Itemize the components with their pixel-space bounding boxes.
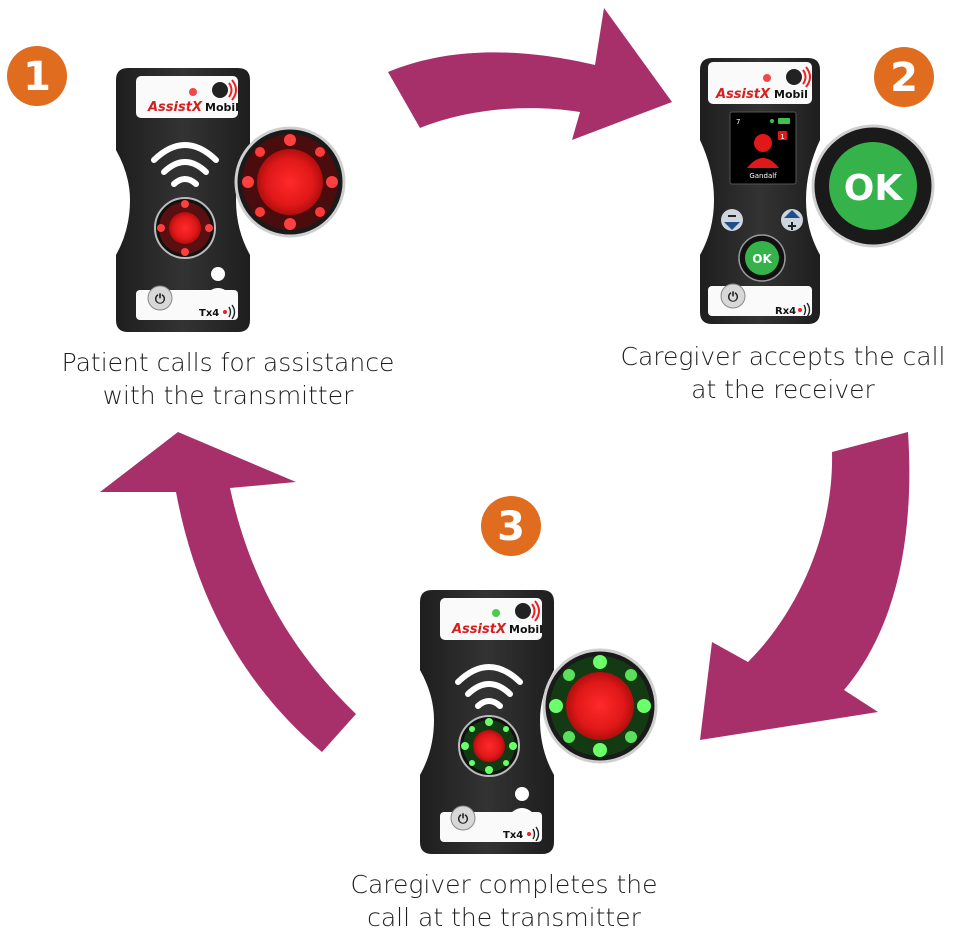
step-3-caption: Caregiver completes the call at the tran… (324, 868, 684, 934)
step-2-caption: Caregiver accepts the call at the receiv… (596, 340, 970, 406)
step-badge-3: 3 (481, 496, 541, 556)
transmitter-device-1: AssistX Mobil ⏻ Tx4 (116, 68, 346, 332)
power-icon: ⏻ (458, 812, 469, 827)
signal-waves-icon (223, 304, 236, 320)
step-2-caption-line2: at the receiver (691, 375, 875, 404)
power-button-1[interactable] (147, 285, 173, 311)
call-button-1[interactable] (169, 212, 201, 244)
ok-button-label: OK (752, 252, 772, 266)
arrow-2-to-3 (700, 432, 910, 740)
step-number-3: 3 (497, 504, 525, 550)
screen-badge: 1 (780, 133, 784, 141)
call-button-3[interactable] (473, 730, 505, 762)
step-1-caption: Patient calls for assistance with the tr… (38, 346, 418, 412)
step-1-caption-line1: Patient calls for assistance (61, 348, 395, 377)
device-2-tag: Rx4 (775, 306, 796, 317)
device-1-brand: AssistX (147, 100, 203, 115)
screen-name: Gandalf (749, 172, 777, 180)
step-1-caption-line2: with the transmitter (102, 381, 354, 410)
logo-head-icon (786, 69, 802, 85)
step-badge-1: 1 (7, 46, 67, 106)
receiver-device-2: AssistX Mobil 7 1 Gandalf OK (700, 58, 935, 324)
minus-button[interactable] (721, 209, 743, 231)
device-3-brand: AssistX (451, 622, 507, 637)
plus-icon (784, 210, 800, 218)
logo-head-icon (212, 82, 228, 98)
device-3-tag: Tx4 (503, 830, 523, 841)
screen-top-left: 7 (736, 118, 740, 126)
transmitter-device-3: AssistX Mobil ⏻ Tx4 (420, 590, 658, 854)
caller-person-icon (747, 134, 779, 168)
device-2-model: Mobil (774, 88, 808, 101)
device-1-tag: Tx4 (199, 308, 219, 319)
step-2-caption-line1: Caregiver accepts the call (620, 342, 946, 371)
ok-zoom-label: OK (844, 168, 904, 209)
power-icon: ⏻ (728, 290, 739, 305)
step-3-caption-line1: Caregiver completes the (350, 870, 658, 899)
minus-icon (724, 222, 740, 230)
step-number-2: 2 (890, 55, 918, 101)
arrow-1-to-2 (388, 8, 672, 140)
device-3-model: Mobil (509, 623, 543, 636)
power-icon: ⏻ (155, 292, 166, 307)
signal-waves-icon (798, 302, 811, 318)
plus-button[interactable] (781, 209, 803, 231)
step-number-1: 1 (23, 54, 51, 100)
step-badge-2: 2 (874, 47, 934, 107)
power-button-2[interactable] (720, 283, 746, 309)
step-3-caption-line2: call at the transmitter (367, 903, 641, 932)
device-1-model: Mobil (205, 101, 239, 114)
logo-head-icon (515, 603, 531, 619)
signal-waves-icon (527, 826, 540, 842)
wifi-signal-icon (455, 664, 523, 709)
arrow-3-to-1 (100, 432, 356, 752)
device-2-brand: AssistX (715, 87, 771, 102)
power-button-3[interactable] (450, 805, 476, 831)
ok-button-2[interactable] (745, 241, 779, 275)
wifi-signal-icon (151, 142, 219, 187)
